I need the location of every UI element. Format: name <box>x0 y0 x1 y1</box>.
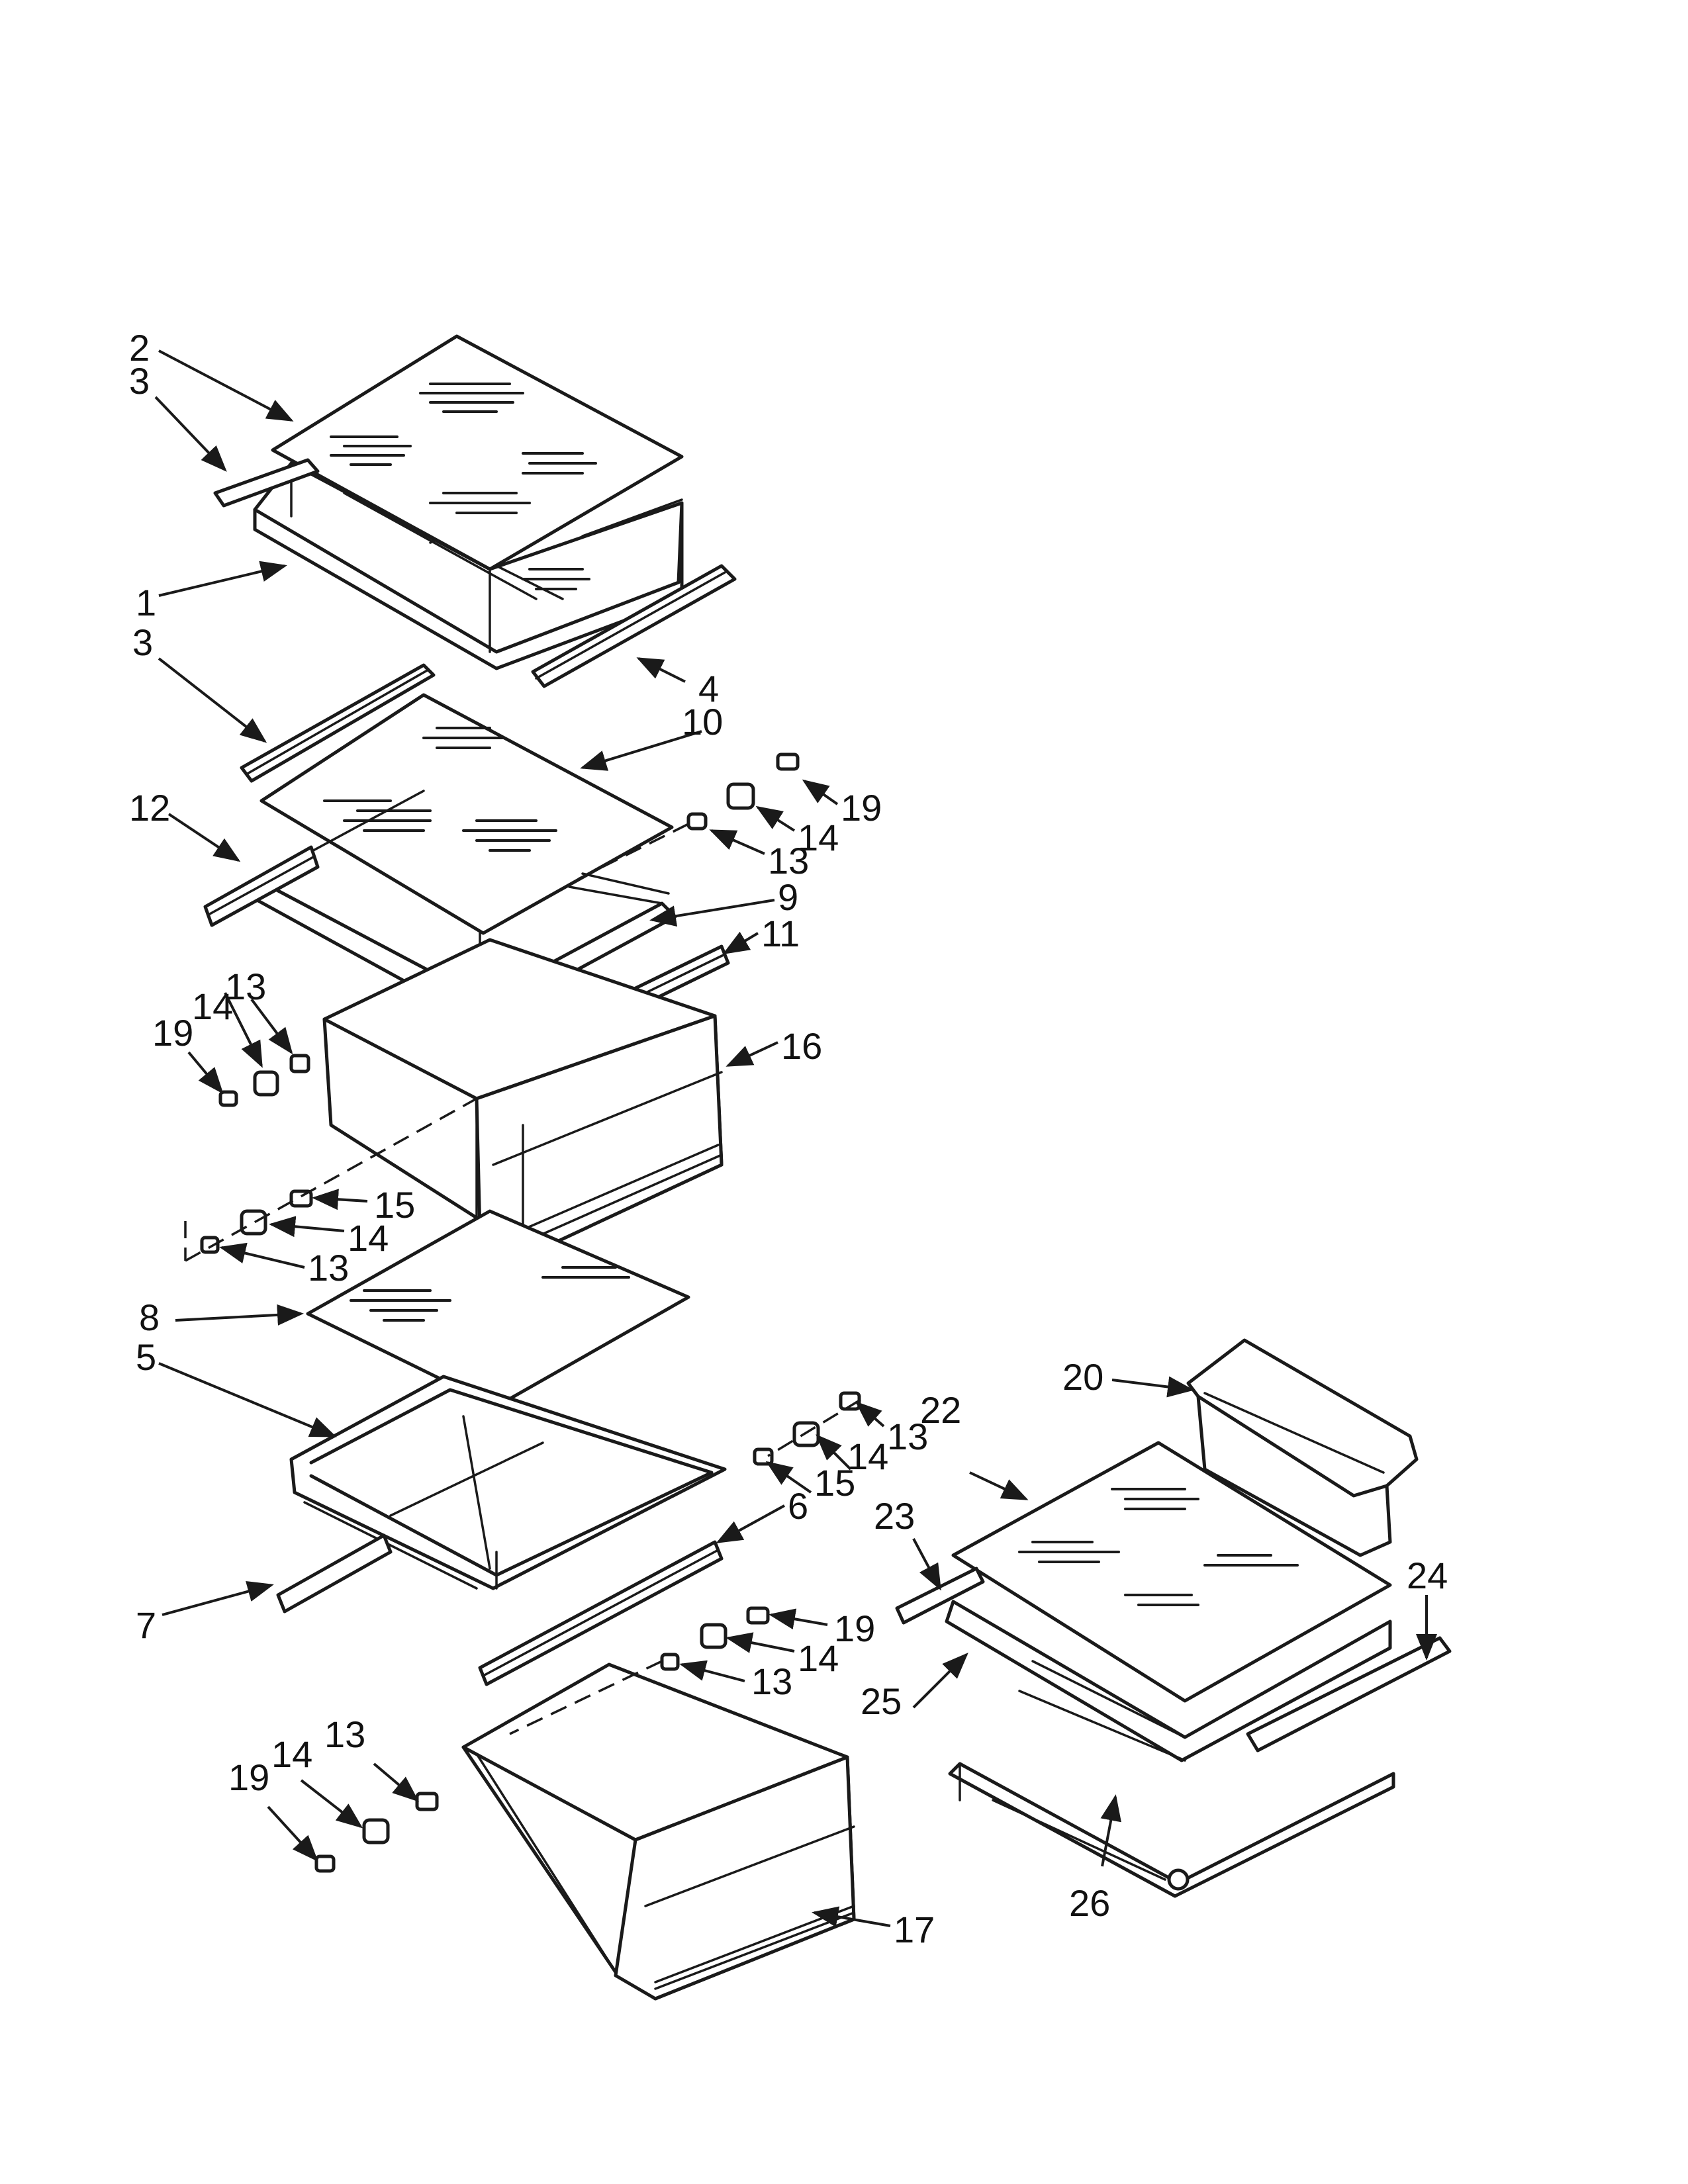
callout-22: 22 <box>920 1389 961 1431</box>
callout-19: 19 <box>228 1756 269 1798</box>
callout-20: 20 <box>1062 1356 1103 1398</box>
screw-15 <box>753 1447 774 1466</box>
screw-19 <box>314 1854 336 1873</box>
callout-14: 14 <box>798 817 839 858</box>
drawer-part-17 <box>461 1662 856 2001</box>
callout-23: 23 <box>874 1495 915 1537</box>
bushing-14 <box>700 1623 727 1649</box>
crisper-glass-part-8 <box>306 1209 690 1408</box>
leader-lines <box>154 349 1437 1927</box>
screw-19 <box>776 752 800 771</box>
callout-13: 13 <box>768 840 809 882</box>
screw-19 <box>218 1090 238 1107</box>
callout-26: 26 <box>1069 1882 1110 1924</box>
hardware-set-upper-right <box>686 752 800 831</box>
bushing-14 <box>240 1209 267 1236</box>
assembly-dashed-lines <box>184 823 861 1735</box>
callout-3: 3 <box>132 621 153 663</box>
screw-15 <box>289 1189 313 1208</box>
callout-10: 10 <box>682 701 723 743</box>
callout-14: 14 <box>192 985 233 1027</box>
callout-13: 13 <box>225 966 266 1007</box>
rail-part-7 <box>276 1533 393 1614</box>
callout-14: 14 <box>847 1435 888 1477</box>
callout-8: 8 <box>139 1297 160 1338</box>
callout-9: 9 <box>778 876 798 918</box>
glass-shelf-part-2 <box>271 334 684 590</box>
callout-11: 11 <box>761 913 800 954</box>
callout-15: 15 <box>814 1462 855 1504</box>
spacer-13 <box>200 1236 220 1254</box>
hardware-set-lower-left <box>314 1792 439 1873</box>
callout-19: 19 <box>841 787 882 829</box>
callout-15: 15 <box>374 1184 415 1226</box>
callout-14: 14 <box>271 1733 312 1775</box>
crisper-frame-part-5 <box>289 1375 727 1590</box>
spacer-13 <box>415 1792 439 1811</box>
screw-19 <box>746 1606 770 1625</box>
callout-2: 2 <box>129 327 150 369</box>
bin-part-20 <box>1186 1338 1419 1557</box>
trim-part-3-middle <box>240 663 436 783</box>
callout-13: 13 <box>308 1247 349 1289</box>
shelf-frame-part-1 <box>253 461 684 670</box>
callout-1: 1 <box>136 582 156 623</box>
callout-13: 13 <box>751 1661 792 1702</box>
callout-16: 16 <box>781 1025 822 1067</box>
cover-rail-part-12 <box>203 845 320 927</box>
rail-part-6 <box>478 1540 724 1686</box>
hardware-set-left-frame <box>200 1189 313 1254</box>
shelf-trim-part-3-top <box>213 458 320 508</box>
top-shelf-assembly <box>213 334 737 688</box>
bushing-14 <box>726 782 755 810</box>
callout-3: 3 <box>129 360 150 402</box>
hardware-set-left-drawer <box>218 1054 310 1107</box>
glass-hatch-marks <box>330 383 597 590</box>
shelf-frame-part-25 <box>945 1600 1392 1762</box>
callout-6: 6 <box>788 1485 808 1527</box>
crisper-drawer-part-16 <box>322 938 724 1259</box>
callout-4: 4 <box>698 668 719 709</box>
shelf-rail-part-4 <box>531 564 737 688</box>
callout-13: 13 <box>324 1713 365 1755</box>
spacer-13 <box>289 1054 310 1073</box>
callout-19: 19 <box>834 1608 875 1649</box>
shelf-rail-part-24 <box>1246 1636 1452 1752</box>
spacer-13 <box>660 1653 680 1671</box>
bushing-14 <box>362 1818 390 1844</box>
shelf-support-part-26 <box>948 1762 1395 1898</box>
spacer-13 <box>686 812 708 831</box>
callout-25: 25 <box>861 1680 902 1722</box>
callout-13: 13 <box>887 1416 928 1457</box>
bushing-14 <box>253 1070 279 1097</box>
hardware-set-right-frame <box>753 1391 861 1466</box>
callout-14: 14 <box>348 1217 389 1259</box>
callout-labels: 2 3 1 3 4 10 12 19 14 13 9 11 19 14 13 1… <box>129 327 1448 1950</box>
callout-5: 5 <box>136 1336 156 1378</box>
callout-12: 12 <box>129 787 170 829</box>
callout-14: 14 <box>798 1637 839 1679</box>
callout-19: 19 <box>152 1012 193 1054</box>
cover-glass-part-10 <box>259 693 674 935</box>
callout-7: 7 <box>136 1604 156 1646</box>
hardware-set-lower-right <box>660 1606 770 1671</box>
shelf-trim-part-23 <box>895 1567 985 1625</box>
callout-24: 24 <box>1407 1555 1448 1596</box>
callout-17: 17 <box>894 1909 935 1950</box>
shelf-glass-part-22 <box>951 1441 1392 1703</box>
